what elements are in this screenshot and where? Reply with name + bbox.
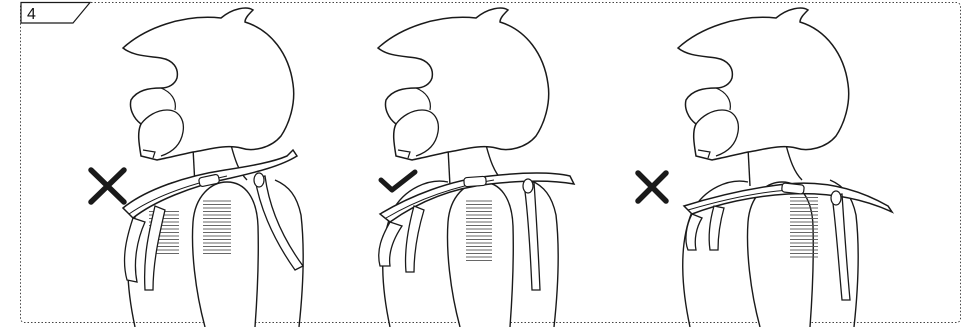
hatched-shoulder-center <box>466 198 492 262</box>
step-number: 4 <box>27 6 36 24</box>
cross-icon <box>91 170 124 202</box>
checkmark-icon <box>381 172 415 190</box>
panel-right <box>678 8 892 327</box>
hatched-shoulder-right <box>790 196 818 258</box>
hatched-shoulder-left <box>203 198 231 254</box>
panel-left <box>123 8 303 327</box>
rider-figure-right <box>678 8 858 327</box>
panel-center <box>378 8 574 327</box>
cross-icon <box>638 173 666 201</box>
